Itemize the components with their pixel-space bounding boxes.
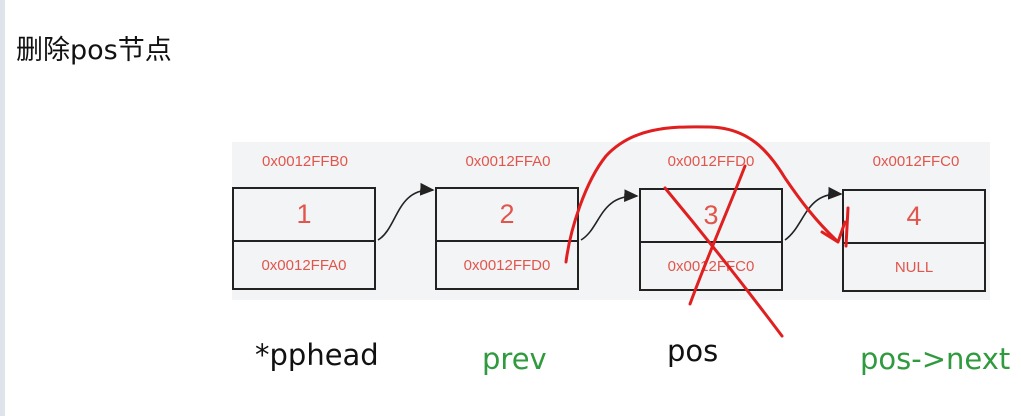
- red-cross-stroke-1: [663, 186, 784, 338]
- node-2-next: 0x0012FFD0: [463, 256, 551, 274]
- node-2: 2 0x0012FFD0: [435, 187, 579, 290]
- label-pos: pos: [667, 334, 719, 368]
- red-reroute-arrow: [564, 125, 838, 264]
- node-2-address: 0x0012FFA0: [465, 153, 551, 170]
- red-tick-node4: [844, 206, 850, 248]
- node-4: 4 NULL: [842, 189, 986, 292]
- node-3: 3 0x0012FFC0: [639, 188, 783, 291]
- label-pphead: *pphead: [255, 338, 379, 372]
- link-arrow-2-3: [580, 189, 639, 241]
- label-prev: prev: [482, 342, 547, 376]
- node-4-address: 0x0012FFC0: [872, 153, 960, 170]
- link-arrow-3-4: [784, 186, 843, 241]
- node-1-data: 1: [234, 189, 374, 242]
- red-cross-stroke-2: [688, 164, 747, 306]
- node-1-address: 0x0012FFB0: [262, 153, 348, 170]
- label-pos-next: pos->next: [860, 342, 1011, 376]
- node-2-data: 2: [437, 189, 577, 242]
- page-left-edge: [0, 0, 5, 416]
- red-arrowhead: [820, 220, 847, 244]
- link-arrow-1-2: [377, 182, 435, 241]
- node-3-address: 0x0012FFD0: [667, 153, 755, 170]
- node-4-next: NULL: [894, 258, 934, 276]
- node-1: 1 0x0012FFA0: [232, 187, 376, 290]
- node-1-next: 0x0012FFA0: [261, 256, 347, 274]
- node-4-data: 4: [844, 191, 984, 244]
- page-title: 删除pos节点: [16, 35, 172, 66]
